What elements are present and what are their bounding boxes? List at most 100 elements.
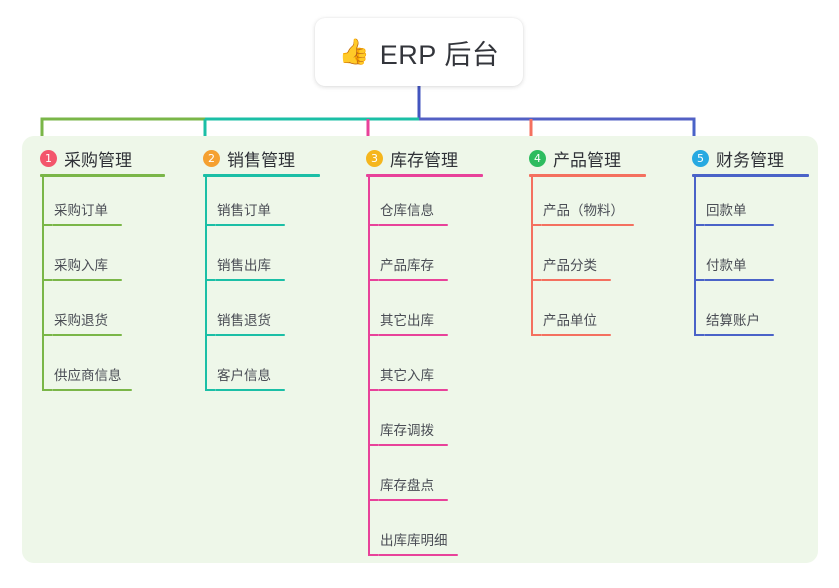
leaf-connector [368,334,378,336]
branch-number-badge: 5 [692,150,709,167]
leaf-connector [368,499,378,501]
leaf-item[interactable]: 采购入库 [52,254,122,281]
branch-header-财务管理[interactable]: 5 财务管理 [692,146,784,171]
leaf-label: 销售订单 [217,203,271,218]
leaf-connector [205,334,215,336]
leaf-label: 其它出库 [380,313,434,328]
branch-header-销售管理[interactable]: 2 销售管理 [203,146,295,171]
leaf-underline [52,334,122,336]
leaf-label: 库存盘点 [380,478,434,493]
leaf-underline [378,444,448,446]
leaf-label: 销售退货 [217,313,271,328]
leaf-item[interactable]: 回款单 [704,199,774,226]
branch-title: 销售管理 [227,151,295,170]
leaf-label: 采购退货 [54,313,108,328]
branch-title: 产品管理 [553,151,621,170]
leaf-connector [694,224,704,226]
branch-spine [42,177,44,390]
leaf-item[interactable]: 客户信息 [215,364,285,391]
leaf-item[interactable]: 出库库明细 [378,529,458,556]
leaf-item[interactable]: 仓库信息 [378,199,448,226]
leaf-underline [215,334,285,336]
branch-title: 财务管理 [716,151,784,170]
leaf-underline [215,279,285,281]
branch-header-产品管理[interactable]: 4 产品管理 [529,146,621,171]
leaf-connector [205,389,215,391]
leaf-label: 其它入库 [380,368,434,383]
leaf-connector [42,334,52,336]
leaf-underline [215,224,285,226]
leaf-item[interactable]: 其它入库 [378,364,448,391]
branch-number-badge: 1 [40,150,57,167]
branch-underline [366,174,483,177]
leaf-connector [694,279,704,281]
root-title: ERP 后台 [379,39,500,70]
branch-title: 采购管理 [64,151,132,170]
branch-header-库存管理[interactable]: 3 库存管理 [366,146,458,171]
leaf-item[interactable]: 供应商信息 [52,364,132,391]
leaf-item[interactable]: 采购退货 [52,309,122,336]
leaf-label: 产品（物料） [543,203,624,218]
leaf-item[interactable]: 销售订单 [215,199,285,226]
leaf-item[interactable]: 付款单 [704,254,774,281]
leaf-item[interactable]: 结算账户 [704,309,774,336]
leaf-underline [378,279,448,281]
leaf-item[interactable]: 其它出库 [378,309,448,336]
leaf-underline [52,389,132,391]
leaf-item[interactable]: 产品单位 [541,309,611,336]
leaf-label: 仓库信息 [380,203,434,218]
leaf-connector [368,279,378,281]
leaf-label: 付款单 [706,258,747,273]
branch-number-badge: 3 [366,150,383,167]
leaf-underline [378,389,448,391]
leaf-label: 客户信息 [217,368,271,383]
branch-underline [203,174,320,177]
leaf-connector [205,279,215,281]
leaf-item[interactable]: 库存盘点 [378,474,448,501]
leaf-item[interactable]: 采购订单 [52,199,122,226]
branch-panel [22,136,818,563]
branch-header-采购管理[interactable]: 1 采购管理 [40,146,132,171]
leaf-label: 产品单位 [543,313,597,328]
leaf-connector [531,224,541,226]
leaf-underline [378,224,448,226]
leaf-underline [378,554,458,556]
leaf-label: 出库库明细 [380,533,448,548]
leaf-connector [368,224,378,226]
branch-underline [40,174,165,177]
leaf-item[interactable]: 产品分类 [541,254,611,281]
leaf-label: 库存调拨 [380,423,434,438]
branch-spine [205,177,207,390]
leaf-underline [378,334,448,336]
leaf-label: 回款单 [706,203,747,218]
leaf-label: 结算账户 [706,313,760,328]
leaf-item[interactable]: 销售退货 [215,309,285,336]
leaf-connector [368,389,378,391]
leaf-item[interactable]: 产品（物料） [541,199,634,226]
branch-columns: 1 采购管理采购订单采购入库采购退货供应商信息 2 销售管理销售订单销售出库销售退货客… [22,136,818,563]
leaf-item[interactable]: 销售出库 [215,254,285,281]
branch-number-badge: 2 [203,150,220,167]
root-node[interactable]: 👍 ERP 后台 [315,18,523,86]
branch-spine [368,177,370,555]
leaf-item[interactable]: 产品库存 [378,254,448,281]
leaf-connector [42,389,52,391]
branch-title: 库存管理 [390,151,458,170]
branch-number-badge: 4 [529,150,546,167]
leaf-label: 产品库存 [380,258,434,273]
leaf-underline [541,334,611,336]
leaf-underline [704,279,774,281]
leaf-underline [541,279,611,281]
leaf-item[interactable]: 库存调拨 [378,419,448,446]
leaf-connector [42,224,52,226]
leaf-connector [42,279,52,281]
leaf-label: 采购订单 [54,203,108,218]
thumbs-up-icon: 👍 [338,37,370,66]
branch-underline [692,174,809,177]
leaf-connector [694,334,704,336]
leaf-underline [52,224,122,226]
branch-spine [531,177,533,335]
leaf-underline [704,334,774,336]
leaf-label: 销售出库 [217,258,271,273]
